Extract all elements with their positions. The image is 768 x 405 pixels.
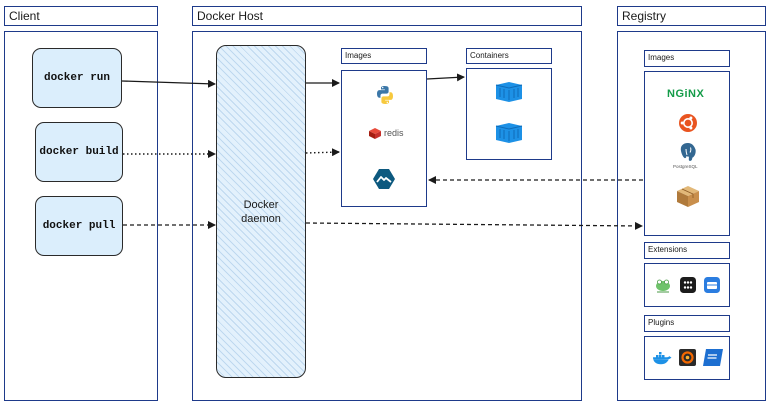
registry-images-header: Images bbox=[644, 50, 730, 67]
docker-host-title: Docker Host bbox=[197, 9, 264, 23]
registry-images-panel: NGiNX PostgreSQL bbox=[644, 71, 730, 236]
registry-title: Registry bbox=[622, 9, 667, 23]
container-icon bbox=[495, 82, 523, 102]
redis-label: redis bbox=[384, 128, 404, 138]
docker-daemon-label: Docker daemon bbox=[241, 198, 281, 225]
host-images-panel: redis bbox=[341, 70, 427, 207]
grafana-plugin-icon bbox=[679, 349, 696, 366]
docker-daemon: Docker daemon bbox=[216, 45, 306, 378]
postgresql-icon bbox=[680, 143, 696, 161]
docker-build-label: docker build bbox=[39, 146, 119, 158]
docker-run-label: docker run bbox=[43, 72, 110, 84]
alpine-icon bbox=[373, 169, 395, 189]
python-icon bbox=[377, 86, 393, 104]
containers-title: Containers bbox=[470, 51, 509, 60]
docker-run-command[interactable]: docker run bbox=[32, 48, 122, 108]
docker-build-command[interactable]: docker build bbox=[35, 122, 123, 182]
host-images-header: Images bbox=[341, 48, 427, 64]
redis-icon bbox=[369, 128, 381, 139]
client-title: Client bbox=[9, 9, 40, 23]
docker-pull-command[interactable]: docker pull bbox=[35, 196, 123, 256]
containers-header: Containers bbox=[466, 48, 552, 64]
vmware-plugin-icon bbox=[703, 349, 723, 366]
grid-extension-icon bbox=[680, 277, 696, 293]
postgresql-label: PostgreSQL bbox=[673, 164, 698, 169]
extensions-title: Extensions bbox=[648, 245, 688, 254]
docker-pull-label: docker pull bbox=[42, 220, 116, 232]
frog-extension-icon bbox=[656, 279, 670, 293]
container-icon bbox=[495, 123, 523, 143]
client-header: Client bbox=[4, 6, 158, 26]
docker-whale-icon bbox=[653, 352, 672, 365]
host-images-title: Images bbox=[345, 51, 372, 60]
disk-extension-icon bbox=[704, 277, 720, 293]
extensions-header: Extensions bbox=[644, 242, 730, 259]
plugins-panel bbox=[644, 336, 730, 380]
package-box-icon bbox=[677, 186, 699, 207]
nginx-logo: NGiNX bbox=[667, 88, 705, 100]
containers-panel bbox=[466, 68, 552, 160]
ubuntu-icon bbox=[679, 114, 697, 132]
registry-images-title: Images bbox=[648, 53, 675, 62]
plugins-title: Plugins bbox=[648, 318, 675, 327]
docker-host-header: Docker Host bbox=[192, 6, 582, 26]
registry-header: Registry bbox=[617, 6, 766, 26]
extensions-panel bbox=[644, 263, 730, 307]
plugins-header: Plugins bbox=[644, 315, 730, 332]
